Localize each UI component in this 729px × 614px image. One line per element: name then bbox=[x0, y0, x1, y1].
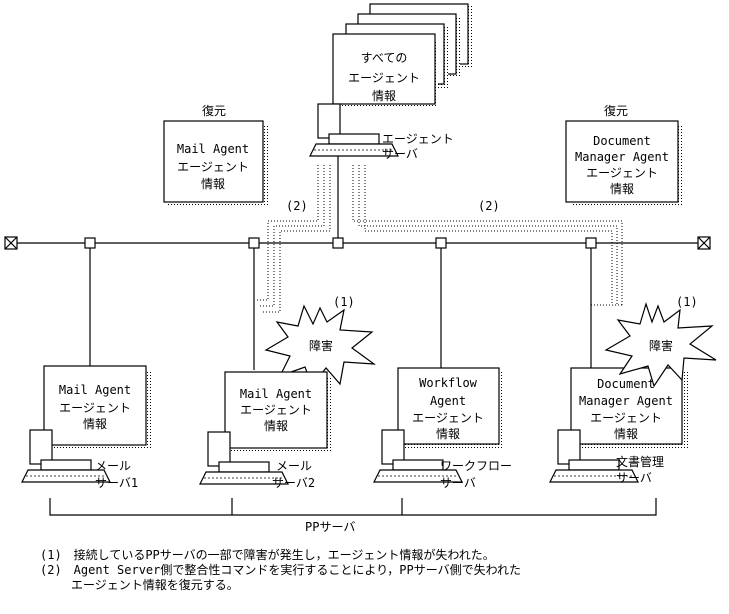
restore-right-line2: Manager Agent bbox=[575, 150, 669, 164]
restore-right-line1: Document bbox=[593, 134, 651, 148]
note-1: (1) 接続しているPPサーバの一部で障害が発生し，エージェント情報が失われた。 bbox=[40, 548, 495, 562]
failure-label-left: 障害 bbox=[309, 338, 333, 353]
failure-burst-right-icon bbox=[604, 302, 717, 388]
server-3-box-line3: エージェント bbox=[412, 411, 484, 425]
terminator-right-icon bbox=[697, 236, 711, 250]
restore-left-line1: Mail Agent bbox=[177, 142, 249, 156]
agent-server-label-line1: エージェント bbox=[382, 132, 454, 146]
server-2-box-line2: エージェント bbox=[240, 403, 312, 417]
server-4-box-line3: エージェント bbox=[590, 411, 662, 425]
server-2-label-line2: サーバ2 bbox=[272, 476, 315, 490]
server-3-label-line2: サーバ bbox=[440, 476, 476, 490]
server-2-label-line1: メール bbox=[276, 459, 312, 473]
note-2-continued: エージェント情報を復元する。 bbox=[71, 578, 239, 592]
restore-left-caption: 復元 bbox=[202, 103, 226, 118]
server-1-box-line1: Mail Agent bbox=[59, 383, 131, 397]
restore-left-line2: エージェント bbox=[177, 160, 249, 174]
server-4-box-line1: Document bbox=[597, 377, 655, 391]
restore-right-caption: 復元 bbox=[604, 103, 628, 118]
restore-left-box: Mail Agent エージェント 情報 bbox=[163, 120, 268, 206]
server-1-label-line1: メール bbox=[95, 459, 131, 473]
agent-server-box-line2: エージェント bbox=[348, 71, 420, 85]
server-3-box-line2: Agent bbox=[430, 394, 466, 408]
agent-server-box-line1: すべての bbox=[361, 51, 408, 65]
server-3-info-box: Workflow Agent エージェント 情報 bbox=[397, 367, 504, 448]
server-2-box-line1: Mail Agent bbox=[240, 387, 312, 401]
server-3-label-line1: ワークフロー bbox=[440, 459, 512, 473]
server-1-box-line3: 情報 bbox=[83, 417, 107, 431]
path-label-right: (2) bbox=[478, 199, 500, 213]
agent-server-label-line2: サーバ bbox=[382, 147, 418, 161]
server-3-box-line1: Workflow bbox=[419, 376, 478, 390]
agent-server-box-line3: 情報 bbox=[372, 89, 396, 103]
restore-right-box: Document Manager Agent エージェント 情報 bbox=[565, 120, 683, 206]
failure-marker-right: (1) bbox=[676, 295, 698, 309]
server-4-box-line4: 情報 bbox=[614, 427, 638, 441]
failure-label-right: 障害 bbox=[649, 338, 673, 353]
server-1-info-box: Mail Agent エージェント 情報 bbox=[43, 365, 152, 450]
agent-server-info-stack: すべての エージェント 情報 bbox=[332, 3, 472, 108]
server-4-info-box: Document Manager Agent エージェント 情報 bbox=[570, 367, 688, 448]
terminator-left-icon bbox=[4, 236, 18, 250]
server-2-box-line3: 情報 bbox=[264, 419, 288, 433]
server-2-info-box: Mail Agent エージェント 情報 bbox=[224, 371, 332, 452]
note-2: (2) Agent Server側で整合性コマンドを実行することにより，PPサー… bbox=[40, 563, 522, 577]
server-1-label-line2: サーバ1 bbox=[95, 476, 138, 490]
server-4-label-line1: 文書管理 bbox=[616, 454, 664, 469]
pp-server-bracket bbox=[49, 498, 657, 516]
server-4-label-line2: サーバ bbox=[616, 471, 652, 485]
pp-server-label: PPサーバ bbox=[305, 520, 355, 534]
server-1-box-line2: エージェント bbox=[59, 401, 131, 415]
server-3-box-line4: 情報 bbox=[436, 427, 460, 441]
restore-right-line3: エージェント bbox=[586, 166, 658, 180]
restore-path-left bbox=[255, 165, 331, 313]
path-label-left: (2) bbox=[286, 199, 308, 213]
restore-left-line3: 情報 bbox=[201, 177, 225, 191]
footnotes: (1) 接続しているPPサーバの一部で障害が発生し，エージェント情報が失われた。… bbox=[40, 548, 700, 593]
failure-marker-left: (1) bbox=[333, 295, 355, 309]
restore-right-line4: 情報 bbox=[610, 182, 634, 196]
server-4-box-line2: Manager Agent bbox=[579, 394, 673, 408]
restore-path-right bbox=[352, 165, 623, 306]
